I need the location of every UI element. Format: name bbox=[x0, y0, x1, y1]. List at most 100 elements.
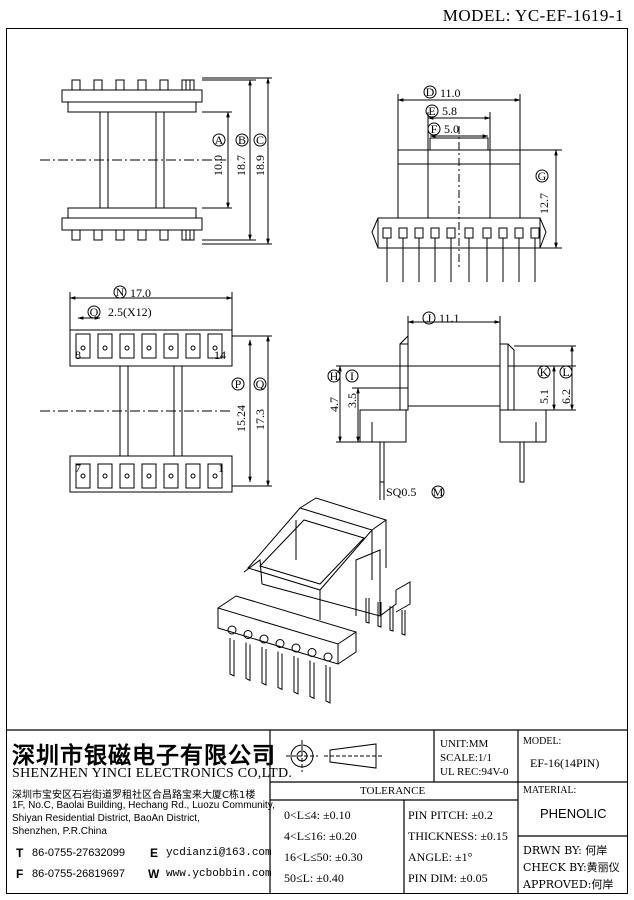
pin-pad bbox=[141, 333, 157, 359]
unit-label: UNIT:MM bbox=[440, 738, 489, 750]
title-block-frame bbox=[6, 729, 628, 894]
pin-pad bbox=[119, 463, 135, 489]
pin-dot bbox=[102, 473, 108, 479]
pin-dot bbox=[80, 345, 86, 351]
svg-text:15.24: 15.24 bbox=[234, 405, 248, 432]
address-en-line-1: 1F, No.C, Baolai Building, Hechang Rd., … bbox=[12, 800, 275, 811]
svg-text:6.2: 6.2 bbox=[559, 389, 573, 404]
ul-rec-label: UL REC:94V-0 bbox=[440, 766, 509, 778]
projection-symbol bbox=[286, 740, 382, 772]
isometric-view bbox=[216, 497, 411, 704]
pin-hole bbox=[514, 227, 524, 239]
iso-pin bbox=[309, 660, 315, 700]
iso-pin bbox=[377, 602, 382, 628]
pin-stub bbox=[137, 229, 147, 241]
pin-dot bbox=[146, 473, 152, 479]
svg-text:B: B bbox=[238, 133, 246, 147]
iso-pin-hole bbox=[259, 634, 269, 644]
iso-pin bbox=[229, 638, 235, 677]
tolerance-label: TOLERANCE bbox=[360, 785, 426, 797]
svg-text:3.5: 3.5 bbox=[345, 393, 359, 408]
svg-text:L: L bbox=[562, 365, 569, 379]
pin-stub bbox=[71, 229, 81, 241]
pin-stub bbox=[137, 79, 147, 91]
website-link[interactable]: www.ycbobbin.com bbox=[166, 868, 272, 880]
iso-pin-hole bbox=[227, 625, 237, 635]
svg-text:H: H bbox=[330, 369, 339, 383]
fax-label: F bbox=[16, 867, 24, 881]
pin-pad bbox=[75, 463, 91, 489]
iso-pin bbox=[293, 656, 299, 695]
dim-b: B 18.7 bbox=[234, 133, 249, 176]
pin-stub bbox=[159, 79, 169, 91]
pin-dot bbox=[146, 345, 152, 351]
pin-dot bbox=[212, 473, 218, 479]
pin-pad bbox=[185, 333, 201, 359]
iso-pin bbox=[365, 598, 370, 624]
pin-stub bbox=[115, 229, 125, 241]
pin-pad bbox=[207, 333, 223, 359]
iso-pin bbox=[277, 651, 283, 691]
pin-pad bbox=[97, 463, 113, 489]
side-view bbox=[371, 94, 562, 282]
pin-stub bbox=[93, 229, 103, 241]
tolerance-row-2: 4<L≤16: ±0.20 bbox=[284, 829, 357, 843]
pin-hole bbox=[430, 227, 440, 239]
pin-dot bbox=[168, 345, 174, 351]
pin-dot bbox=[190, 473, 196, 479]
model-title: MODEL: YC-EF-1619-1 bbox=[442, 6, 624, 25]
bottom-view bbox=[40, 292, 272, 493]
pin-label-14: 14 bbox=[214, 348, 226, 362]
iso-pin bbox=[389, 606, 394, 632]
dim-n: N 17.0 bbox=[113, 285, 151, 300]
email-address[interactable]: ycdianzi@163.com bbox=[166, 847, 272, 859]
svg-text:5.1: 5.1 bbox=[537, 389, 551, 404]
svg-text:18.7: 18.7 bbox=[234, 155, 248, 176]
pin-dot bbox=[212, 345, 218, 351]
pin-pad bbox=[163, 463, 179, 489]
pin-dot bbox=[80, 473, 86, 479]
end-view bbox=[336, 316, 576, 500]
pin-label-8: 8 bbox=[75, 348, 81, 362]
fax-number: 86-0755-26819697 bbox=[32, 868, 125, 880]
iso-pin-hole bbox=[307, 648, 317, 657]
dim-c: C 18.9 bbox=[253, 133, 267, 176]
pin-hole bbox=[414, 227, 424, 239]
tolerance-row-4: 50≤L: ±0.40 bbox=[284, 871, 344, 885]
pin-dot bbox=[102, 345, 108, 351]
address-en-line-2: Shiyan Residential District, BaoAn Distr… bbox=[12, 813, 200, 824]
svg-text:17.0: 17.0 bbox=[130, 286, 151, 300]
web-label: W bbox=[148, 867, 160, 881]
address-en-line-3: Shenzhen, P.R.China bbox=[12, 826, 107, 837]
dim-a: A 10.0 bbox=[211, 133, 226, 176]
pin-hole bbox=[530, 227, 540, 239]
svg-text:F: F bbox=[431, 122, 438, 136]
svg-text:4.7: 4.7 bbox=[327, 397, 341, 412]
dim-j: J 11.1 bbox=[422, 311, 460, 325]
pin-stub bbox=[115, 79, 125, 91]
company-name-en: SHENZHEN YINCI ELECTRONICS CO,LTD. bbox=[12, 766, 293, 781]
model-value: EF-16(14PIN) bbox=[530, 756, 600, 770]
iso-pin-hole bbox=[323, 652, 333, 662]
dim-e: E 5.8 bbox=[425, 104, 457, 118]
material-label: MATERIAL: bbox=[523, 785, 577, 796]
pin-hole bbox=[398, 227, 408, 239]
drawing-sheet bbox=[6, 28, 628, 894]
approved-by: APPROVED:何岸 bbox=[523, 878, 614, 891]
angle-tolerance: ANGLE: ±1° bbox=[408, 850, 473, 864]
email-label: E bbox=[150, 846, 159, 860]
iso-pin-hole bbox=[243, 630, 253, 639]
thickness-tolerance: THICKNESS: ±0.15 bbox=[408, 829, 508, 843]
svg-text:5.0: 5.0 bbox=[444, 122, 459, 136]
dim-o: O 2.5(X12) bbox=[87, 305, 152, 319]
svg-text:11.0: 11.0 bbox=[440, 86, 461, 100]
pin-pad bbox=[75, 333, 91, 359]
dim-l: L 6.2 bbox=[559, 365, 573, 404]
pin-pad bbox=[119, 333, 135, 359]
pin-pad bbox=[163, 333, 179, 359]
svg-text:10.0: 10.0 bbox=[211, 155, 225, 176]
tel-label: T bbox=[16, 846, 24, 860]
svg-text:SQ0.5: SQ0.5 bbox=[386, 485, 416, 499]
material-value: PHENOLIC bbox=[540, 806, 607, 821]
pin-hole bbox=[482, 227, 492, 239]
